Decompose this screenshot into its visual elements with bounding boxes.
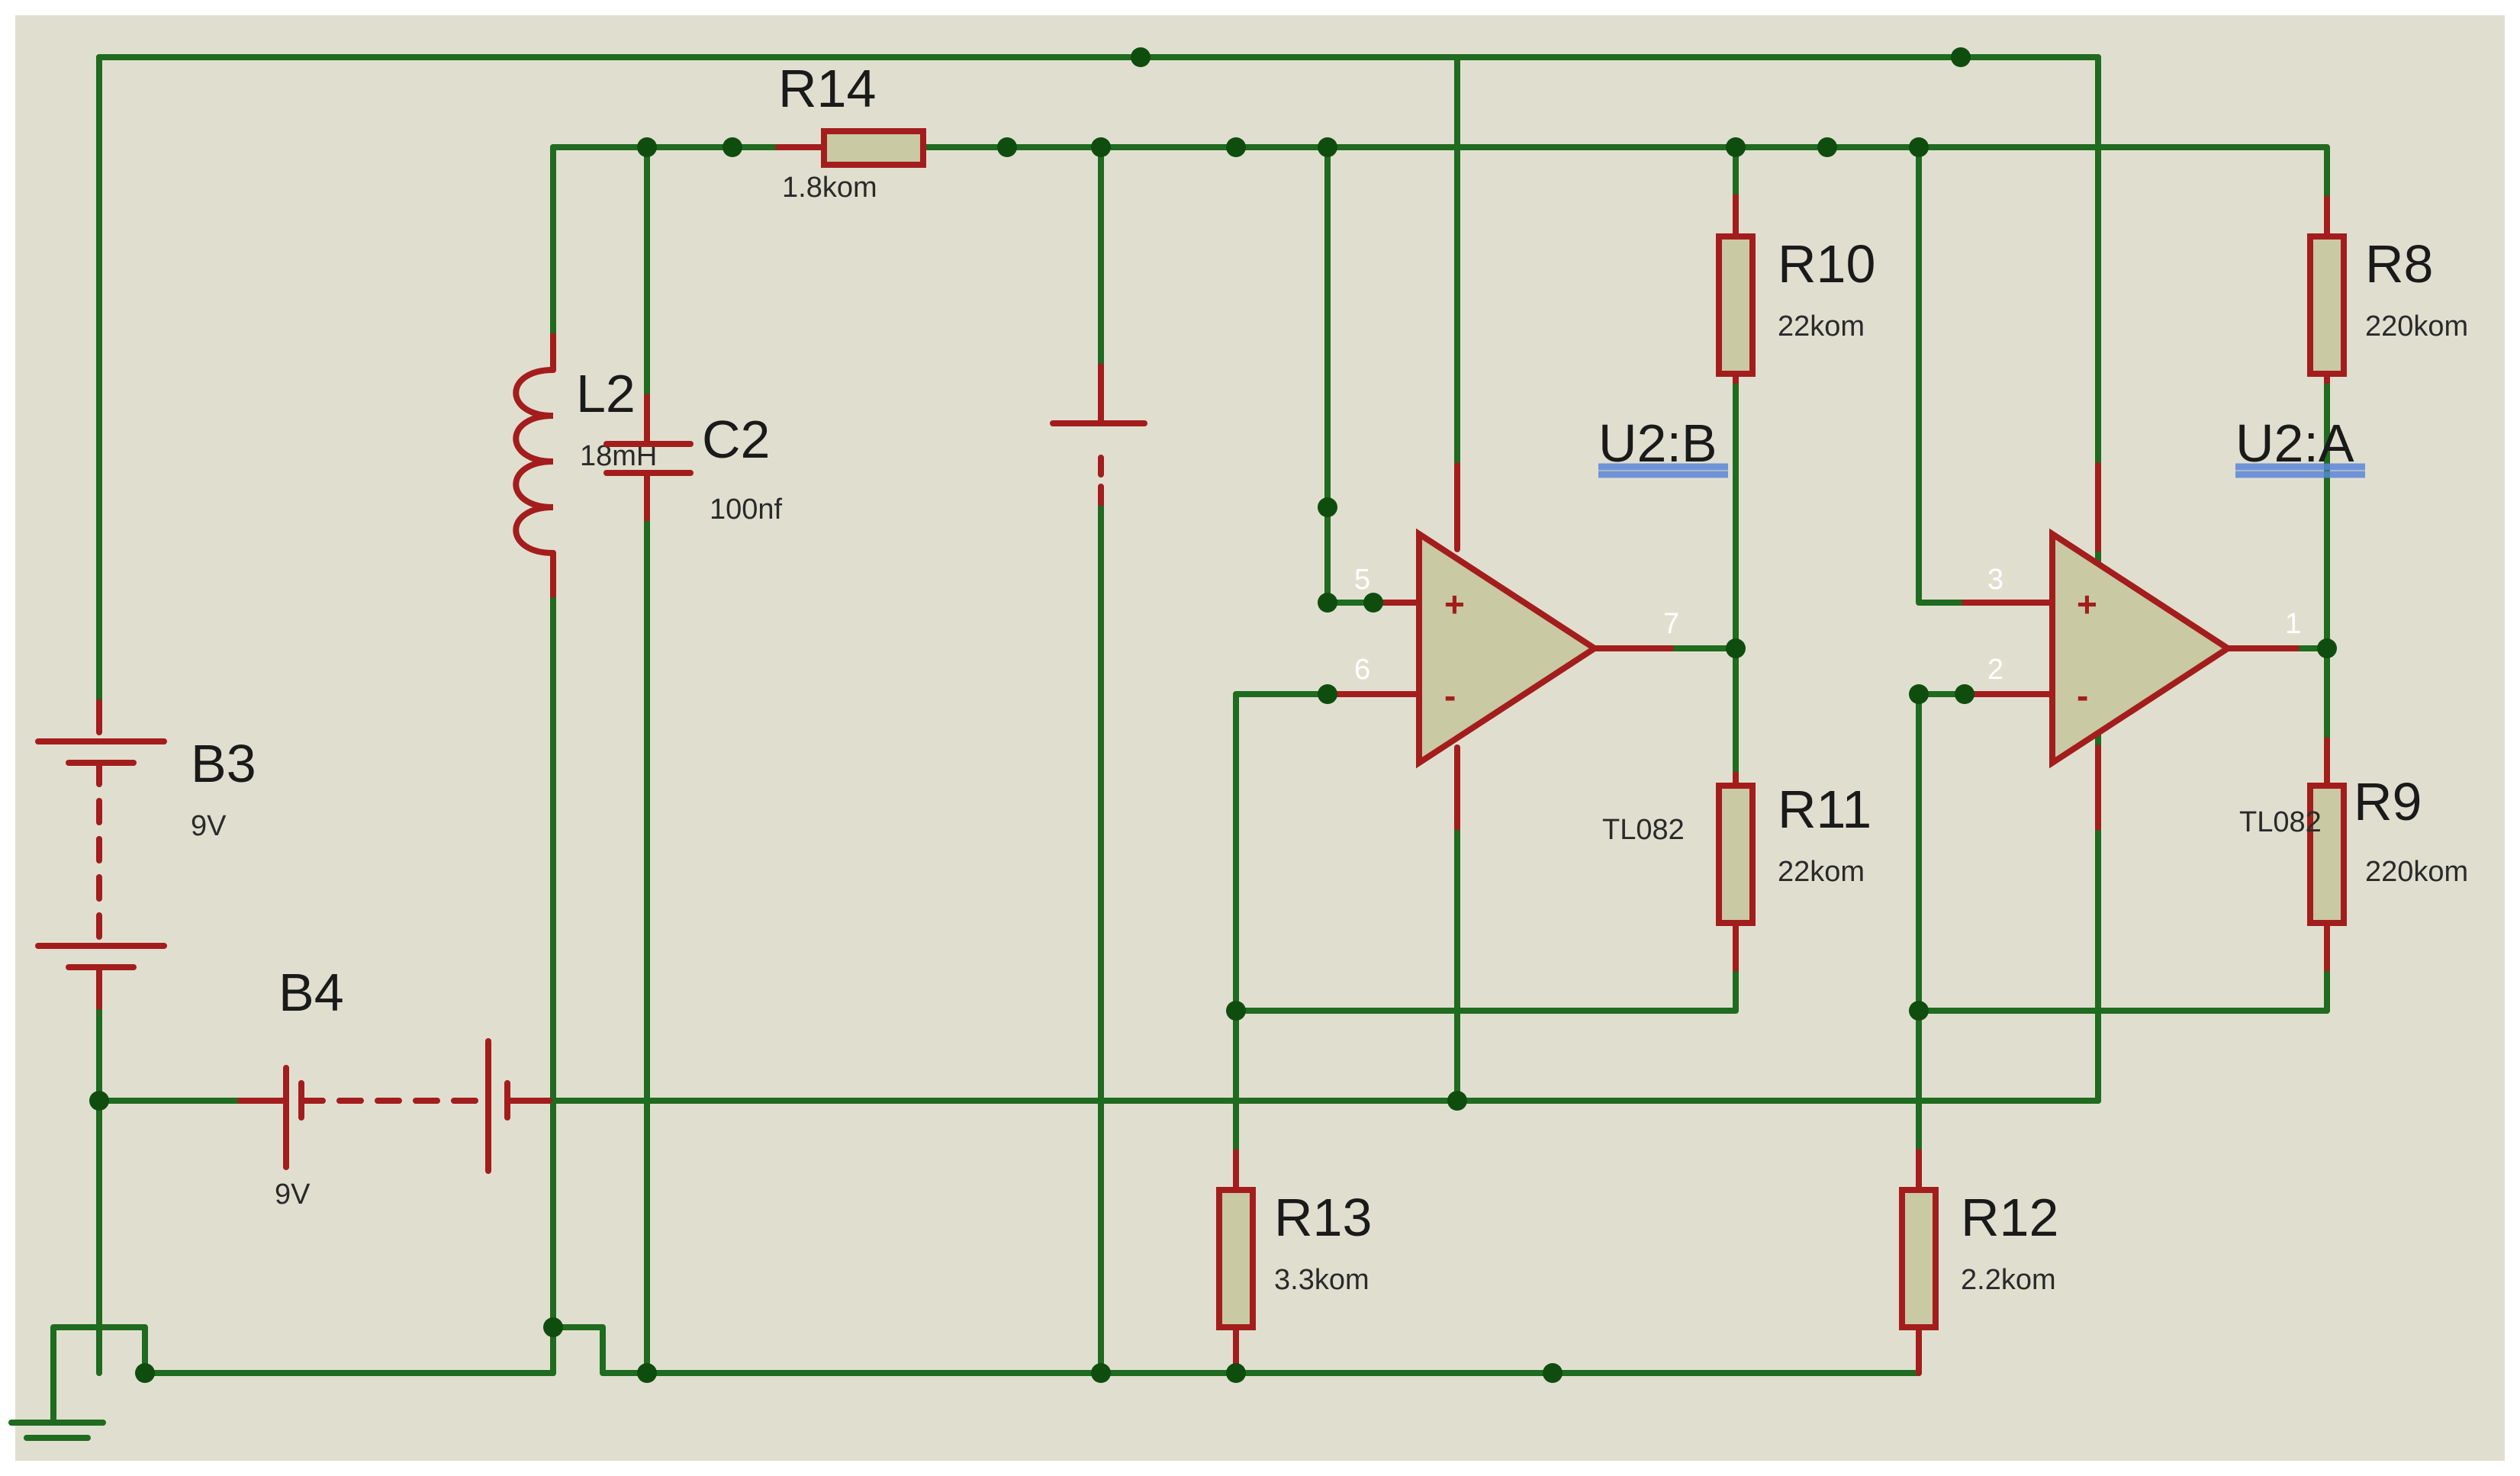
c2-ref: C2 xyxy=(702,410,770,469)
b3-ref: B3 xyxy=(191,734,256,793)
u2a-pin-minus: 2 xyxy=(1987,654,2003,686)
junction-dot xyxy=(1817,137,1837,157)
ground-symbol xyxy=(8,1420,106,1441)
u2b-value: TL082 xyxy=(1602,814,1685,846)
r14-value: 1.8kom xyxy=(782,172,877,204)
r9-value: 220kom xyxy=(2365,856,2468,888)
r12-value: 2.2kom xyxy=(1961,1264,2056,1296)
junction-dot xyxy=(1363,593,1383,613)
junction-dot xyxy=(1226,137,1246,157)
r13-value: 3.3kom xyxy=(1274,1264,1369,1296)
u2b-minus-sign: - xyxy=(1444,676,1456,715)
r10-value: 22kom xyxy=(1778,310,1865,342)
junction-dot xyxy=(1318,593,1337,613)
junction-dot xyxy=(2317,638,2337,658)
l2-ref: L2 xyxy=(576,364,636,423)
junction-dot xyxy=(1951,47,1971,67)
capacitor-c2[interactable]: C2 100nf xyxy=(603,394,783,526)
r13-ref: R13 xyxy=(1274,1188,1372,1247)
b4-value: 9V xyxy=(275,1179,311,1211)
junction-dot xyxy=(1909,1001,1929,1021)
junction-dot xyxy=(637,137,657,157)
b4-ref: B4 xyxy=(278,963,344,1022)
u2b-plus-sign: + xyxy=(1444,584,1465,624)
r10-ref: R10 xyxy=(1778,234,1875,294)
u2b-pin-plus: 5 xyxy=(1354,564,1370,596)
junction-dot xyxy=(135,1363,155,1383)
resistor-r8[interactable]: R8 220kom xyxy=(2307,195,2468,384)
u2a-ref: U2:A xyxy=(2235,413,2354,473)
r8-ref: R8 xyxy=(2365,234,2433,294)
junction-dot xyxy=(1909,684,1929,704)
resistor-r14[interactable]: R14 1.8kom xyxy=(775,59,926,204)
junction-dot xyxy=(1447,1091,1467,1111)
battery-b4[interactable]: B4 9V xyxy=(237,963,552,1211)
u2a-pin-plus: 3 xyxy=(1987,564,2003,596)
junction-dot xyxy=(1318,137,1337,157)
r12-ref: R12 xyxy=(1961,1188,2058,1247)
resistor-r10[interactable]: R10 22kom xyxy=(1716,194,1875,384)
junction-dots xyxy=(89,47,2337,1383)
junction-dot xyxy=(1091,137,1111,157)
u2a-pin-out: 1 xyxy=(2285,608,2301,640)
u2b-pin-out: 7 xyxy=(1663,608,1679,640)
r11-value: 22kom xyxy=(1778,856,1865,888)
junction-dot xyxy=(1131,47,1151,67)
capacitor-unlabeled[interactable] xyxy=(1050,363,1147,506)
schematic-background xyxy=(15,15,2505,1461)
junction-dot xyxy=(1091,1363,1111,1383)
b3-value: 9V xyxy=(191,810,227,842)
junction-dot xyxy=(1226,1001,1246,1021)
opamp-u2a[interactable]: + - 3 2 1 U2:A TL082 xyxy=(1962,413,2365,838)
r9-ref: R9 xyxy=(2354,772,2422,831)
resistor-r11[interactable]: R11 22kom xyxy=(1716,771,1871,972)
inductor-l2[interactable]: L2 18mH xyxy=(513,333,657,598)
junction-dot xyxy=(1726,137,1746,157)
resistor-r12[interactable]: R12 2.2kom xyxy=(1899,1149,2058,1376)
r14-ref: R14 xyxy=(778,59,876,118)
junction-dot xyxy=(1726,638,1746,658)
junction-dot xyxy=(1318,684,1337,704)
r11-ref: R11 xyxy=(1778,780,1871,839)
junction-dot xyxy=(1909,137,1929,157)
battery-b3[interactable]: B3 9V xyxy=(35,699,256,1010)
u2a-value: TL082 xyxy=(2239,806,2322,838)
u2b-ref: U2:B xyxy=(1598,413,1717,473)
junction-dot xyxy=(637,1363,657,1383)
resistor-r13[interactable]: R13 3.3kom xyxy=(1216,1149,1372,1376)
r8-value: 220kom xyxy=(2365,310,2468,342)
junction-dot xyxy=(1543,1363,1563,1383)
resistor-r9[interactable]: R9 220kom xyxy=(2307,737,2468,972)
junction-dot xyxy=(89,1091,109,1111)
junction-dot xyxy=(723,137,742,157)
wires xyxy=(50,54,2330,1426)
c2-value: 100nf xyxy=(710,494,783,526)
u2a-plus-sign: + xyxy=(2077,584,2097,624)
opamp-u2b[interactable]: + - 5 6 7 U2:B TL082 xyxy=(1324,413,1728,846)
junction-dot xyxy=(997,137,1017,157)
junction-dot xyxy=(1955,684,1974,704)
junction-dot xyxy=(1318,497,1337,517)
junction-dot xyxy=(1226,1363,1246,1383)
u2a-minus-sign: - xyxy=(2077,676,2088,715)
junction-dot xyxy=(543,1317,563,1337)
u2b-pin-minus: 6 xyxy=(1354,654,1370,686)
